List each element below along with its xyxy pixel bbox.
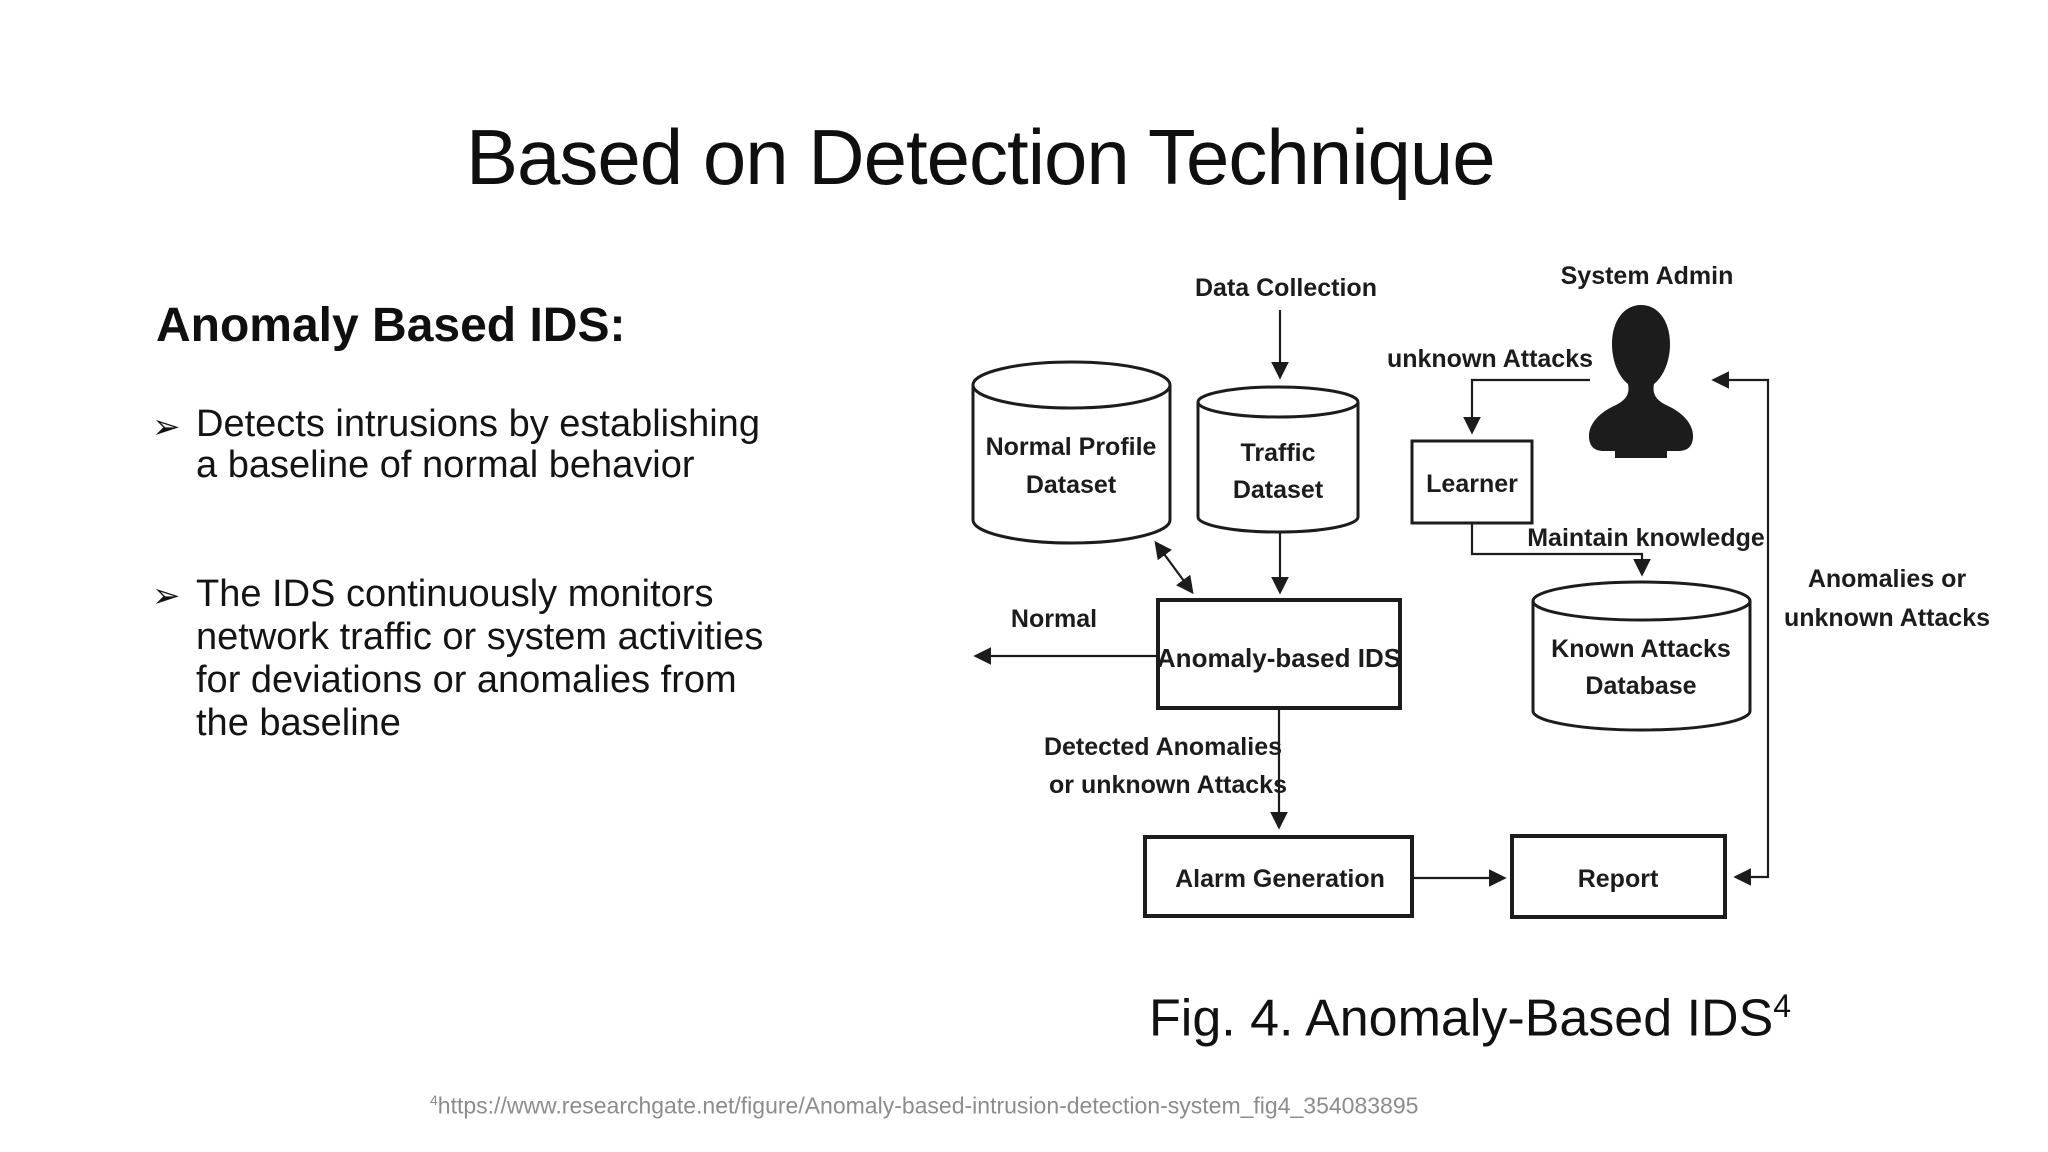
- source-superscript: 4: [430, 1092, 438, 1108]
- system-admin-label: System Admin: [1561, 262, 1734, 290]
- detected-anomalies-label: or unknown Attacks: [1049, 771, 1287, 799]
- arrow-admin-to-learner: [1463, 378, 1590, 435]
- bullet-text: Detects intrusions by establishing a bas…: [196, 404, 760, 486]
- bullet-line: the baseline: [196, 702, 401, 744]
- normal-label: Normal: [1011, 605, 1097, 633]
- normal-profile-label: Normal Profile: [986, 433, 1157, 461]
- bullet-arrow-icon: ➢: [152, 577, 181, 615]
- traffic-dataset-label: Dataset: [1233, 476, 1324, 504]
- source-reference: 4https://www.researchgate.net/figure/Ano…: [430, 1092, 1418, 1120]
- maintain-knowledge-label: Maintain knowledge: [1527, 524, 1765, 552]
- system-admin-person-icon: [1588, 305, 1694, 458]
- unknown-attacks-label: unknown Attacks: [1387, 345, 1593, 373]
- traffic-dataset-cylinder: Traffic Dataset: [1196, 385, 1360, 534]
- section-heading: Anomaly Based IDS:: [156, 299, 626, 352]
- feedback-loop-report-admin: [1711, 371, 1770, 886]
- bullet-line: Detects intrusions by establishing: [196, 403, 760, 445]
- alarm-generation-box: Alarm Generation: [1143, 835, 1414, 918]
- bullet-line: The IDS continuously monitors: [196, 573, 714, 615]
- slide-title: Based on Detection Technique: [466, 113, 1496, 201]
- anomalies-unknown-attacks-label: Anomalies or: [1808, 565, 1967, 593]
- bullet-item: ➢ The IDS continuously monitors network …: [152, 573, 763, 745]
- figure-caption-superscript: 4: [1773, 988, 1792, 1024]
- bullet-arrow-icon: ➢: [152, 408, 181, 446]
- report-label: Report: [1578, 865, 1659, 893]
- double-arrow-profile-ids: [1154, 540, 1194, 595]
- data-collection-label: Data Collection: [1195, 274, 1377, 302]
- arrow-learner-to-database: [1470, 523, 1651, 577]
- detected-anomalies-label: Detected Anomalies: [1044, 733, 1282, 761]
- known-attacks-database-cylinder: Known Attacks Database: [1531, 580, 1752, 732]
- normal-profile-label: Dataset: [1026, 471, 1117, 499]
- figure-caption-text: Fig. 4. Anomaly-Based IDS: [1149, 989, 1774, 1048]
- anomaly-based-ids-box: Anomaly-based IDS: [1156, 598, 1402, 710]
- bullet-text: The IDS continuously monitors network tr…: [196, 573, 763, 745]
- anomaly-based-ids-label: Anomaly-based IDS: [1157, 643, 1401, 673]
- report-box: Report: [1510, 834, 1727, 919]
- figure-caption: Fig. 4. Anomaly-Based IDS4: [1149, 988, 1791, 1048]
- alarm-generation-label: Alarm Generation: [1175, 865, 1385, 893]
- normal-profile-dataset-cylinder: Normal Profile Dataset: [971, 360, 1172, 545]
- bullet-item: ➢ Detects intrusions by establishing a b…: [152, 404, 760, 486]
- bullet-line: for deviations or anomalies from: [196, 659, 737, 701]
- anomalies-unknown-attacks-label: unknown Attacks: [1784, 604, 1990, 632]
- bullet-line: a baseline of normal behavior: [196, 444, 695, 486]
- source-url: https://www.researchgate.net/figure/Anom…: [437, 1092, 1419, 1119]
- known-attacks-label: Database: [1585, 672, 1696, 700]
- traffic-dataset-label: Traffic: [1240, 439, 1315, 467]
- learner-label: Learner: [1426, 470, 1518, 498]
- bullet-line: network traffic or system activities: [196, 616, 764, 658]
- learner-box: Learner: [1410, 439, 1534, 525]
- known-attacks-label: Known Attacks: [1551, 635, 1731, 663]
